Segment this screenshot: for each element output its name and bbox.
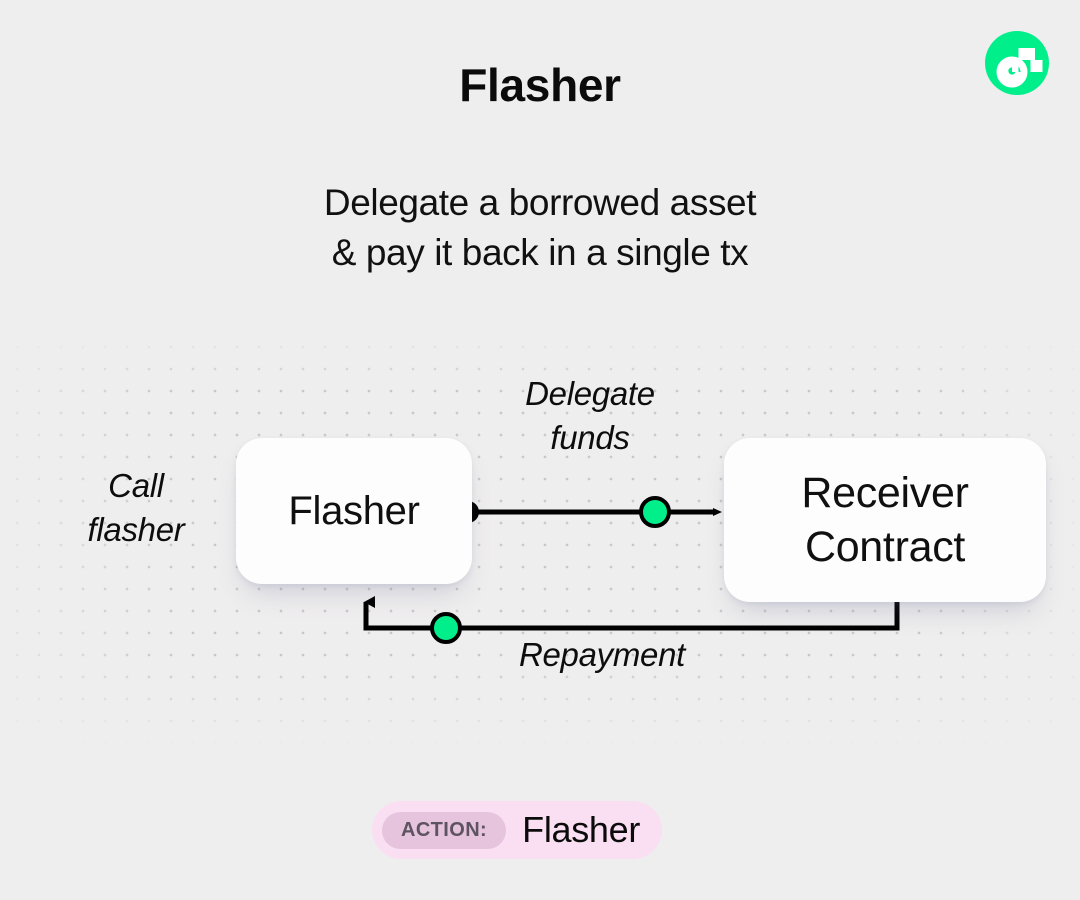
edge-repayment bbox=[363, 590, 900, 631]
edge-node-delegate-funds bbox=[639, 496, 671, 528]
page-subtitle: Delegate a borrowed asset & pay it back … bbox=[0, 178, 1080, 278]
node-receiver-label-line-2: Contract bbox=[804, 523, 966, 571]
edge-label-delegate-funds: Delegate funds bbox=[470, 372, 710, 460]
edge-label-delegate-line-1: Delegate bbox=[525, 375, 655, 412]
subtitle-line-2: & pay it back in a single tx bbox=[331, 232, 749, 273]
diagram-stage: Flasher Receiver Contract Call flasher D… bbox=[0, 330, 1080, 760]
page-title: Flasher bbox=[459, 59, 621, 111]
edge-label-repayment: Repayment bbox=[518, 636, 686, 673]
action-badge: ACTION: Flasher bbox=[372, 801, 663, 859]
node-flasher[interactable]: Flasher bbox=[236, 438, 472, 584]
node-flasher-label: Flasher bbox=[288, 489, 420, 533]
logo-circle bbox=[985, 31, 1049, 95]
node-receiver-label: Receiver Contract bbox=[801, 466, 969, 574]
edge-label-call-flasher: Call flasher bbox=[38, 464, 234, 552]
edge-label-delegate-line-2: funds bbox=[550, 419, 630, 456]
edge-label-call-line-1: Call bbox=[108, 467, 164, 504]
action-badge-value: Flasher bbox=[522, 809, 641, 850]
flow-f-glyph bbox=[996, 48, 1043, 88]
node-receiver-contract[interactable]: Receiver Contract bbox=[724, 438, 1046, 602]
action-badge-key: ACTION: bbox=[382, 811, 507, 849]
edge-label-call-line-2: flasher bbox=[87, 511, 185, 548]
subtitle-line-1: Delegate a borrowed asset bbox=[323, 182, 757, 223]
edge-node-repayment bbox=[430, 612, 462, 644]
node-receiver-label-line-1: Receiver bbox=[801, 469, 969, 517]
flow-logo-icon bbox=[985, 31, 1049, 95]
